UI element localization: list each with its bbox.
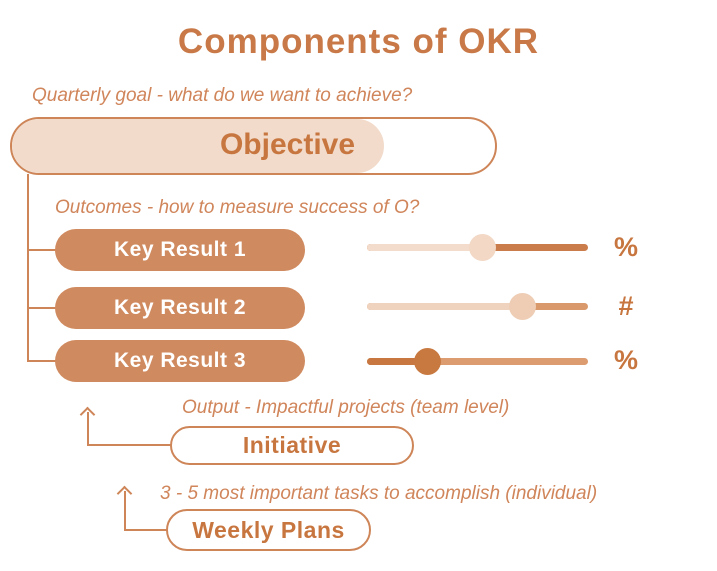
weekly-plans-annotation: 3 - 5 most important tasks to accomplish…	[160, 483, 598, 504]
objective-fill	[12, 119, 384, 173]
key-result-3-unit: %	[613, 345, 638, 375]
slider-knob	[413, 348, 441, 375]
objective-pill	[10, 117, 497, 175]
slider-track-left	[367, 244, 482, 251]
tree-connector-branch-2	[27, 307, 56, 309]
tree-connector-branch-3	[27, 360, 56, 362]
key-result-1-pill: Key Result 1	[55, 229, 305, 271]
weekly-plans-pill: Weekly Plans	[166, 509, 371, 551]
key-result-1-slider	[367, 234, 588, 261]
key-result-3-pill: Key Result 3	[55, 340, 305, 382]
slider-track-left	[367, 358, 427, 365]
weekly-plans-connector-horizontal-line	[124, 529, 168, 531]
key-result-2-pill: Key Result 2	[55, 287, 305, 329]
key-results-annotation: Outcomes - how to measure success of O?	[55, 197, 420, 218]
initiative-connector-horizontal-line	[87, 444, 172, 446]
objective-label: Objective	[219, 128, 356, 161]
key-result-3-slider	[367, 348, 588, 375]
key-result-2-slider	[367, 293, 588, 320]
key-result-1-unit: %	[613, 232, 638, 262]
initiative-annotation: Output - Impactful projects (team level)	[182, 397, 510, 418]
initiative-connector-vertical-line	[87, 412, 89, 446]
slider-knob	[508, 293, 536, 320]
weekly-plans-connector-vertical-line	[124, 491, 126, 531]
key-result-2-unit: #	[618, 291, 634, 321]
objective-annotation: Quarterly goal - what do we want to achi…	[32, 85, 413, 106]
tree-connector-branch-1	[27, 249, 56, 251]
slider-knob	[468, 234, 496, 261]
initiative-pill: Initiative	[170, 426, 414, 465]
page-title: Components of OKR	[177, 22, 540, 61]
tree-connector-vertical-line	[27, 174, 29, 362]
slider-track-left	[367, 303, 522, 310]
